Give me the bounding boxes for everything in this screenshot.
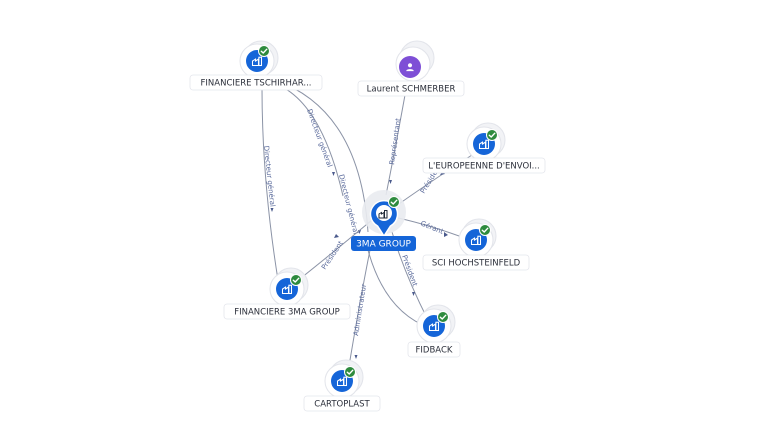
verified-badge: [486, 129, 498, 141]
node-cartoplast[interactable]: CARTOPLAST: [303, 359, 381, 412]
verified-badge: [479, 224, 491, 236]
node-fidback[interactable]: FIDBACK: [407, 304, 461, 358]
node-europeenne-envoi[interactable]: L'EUROPEENNE D'ENVOI...: [422, 122, 546, 174]
edge-label: Directeur général: [262, 145, 276, 207]
verified-badge: [290, 274, 302, 286]
node-sci-hochsteinfeld[interactable]: SCI HOCHSTEINFELD: [422, 218, 530, 271]
verified-badge: [258, 45, 270, 57]
edge-label: Représentant: [388, 117, 402, 165]
node-label: FIDBACK: [416, 346, 453, 356]
node-label: SCI HOCHSTEINFELD: [432, 259, 521, 269]
edge-arrow: [444, 232, 448, 237]
edge-tschirhart-center-b[interactable]: Directeur général: [274, 79, 369, 236]
node-financiere-tschirhart[interactable]: FINANCIERE TSCHIRHAR...: [189, 40, 323, 91]
node-label: FINANCIERE 3MA GROUP: [234, 308, 340, 318]
node-laurent-schmerber[interactable]: Laurent SCHMERBER: [357, 40, 465, 97]
company-icon: [378, 210, 388, 219]
node-label: CARTOPLAST: [314, 400, 370, 410]
edge-label: Président: [320, 239, 345, 271]
edge-label: Gérant: [419, 219, 445, 236]
edge-tschirhart-center-a[interactable]: Directeur général: [269, 81, 344, 197]
node-label: Laurent SCHMERBER: [367, 85, 456, 95]
verified-badge: [388, 196, 400, 208]
edge-tschirhart-fin3ma[interactable]: Directeur général: [261, 87, 279, 281]
verified-badge: [344, 366, 356, 378]
node-center-3ma-group[interactable]: 3MA GROUP: [351, 190, 416, 251]
edge-arrow: [332, 172, 335, 176]
edge-label: Directeur général: [337, 174, 360, 236]
edge-arrow: [334, 234, 339, 238]
node-label: FINANCIERE TSCHIRHAR...: [201, 79, 312, 89]
verified-badge: [437, 311, 449, 323]
edge-arrow: [440, 172, 445, 175]
edge-arrow: [354, 355, 358, 359]
edge-arrow: [270, 208, 274, 212]
center-label: 3MA GROUP: [356, 240, 411, 250]
edge-arrow: [389, 180, 392, 184]
edge-arrow: [412, 292, 415, 296]
node-label: L'EUROPEENNE D'ENVOI...: [428, 162, 540, 172]
edge-cartoplast-center[interactable]: Administrateur: [347, 249, 371, 373]
node-financiere-3ma-group[interactable]: FINANCIERE 3MA GROUP: [223, 267, 351, 320]
edge-label: Président: [400, 254, 419, 288]
edge-schmerber-center[interactable]: Représentant: [385, 94, 406, 196]
edge-label: Administrateur: [352, 283, 368, 336]
